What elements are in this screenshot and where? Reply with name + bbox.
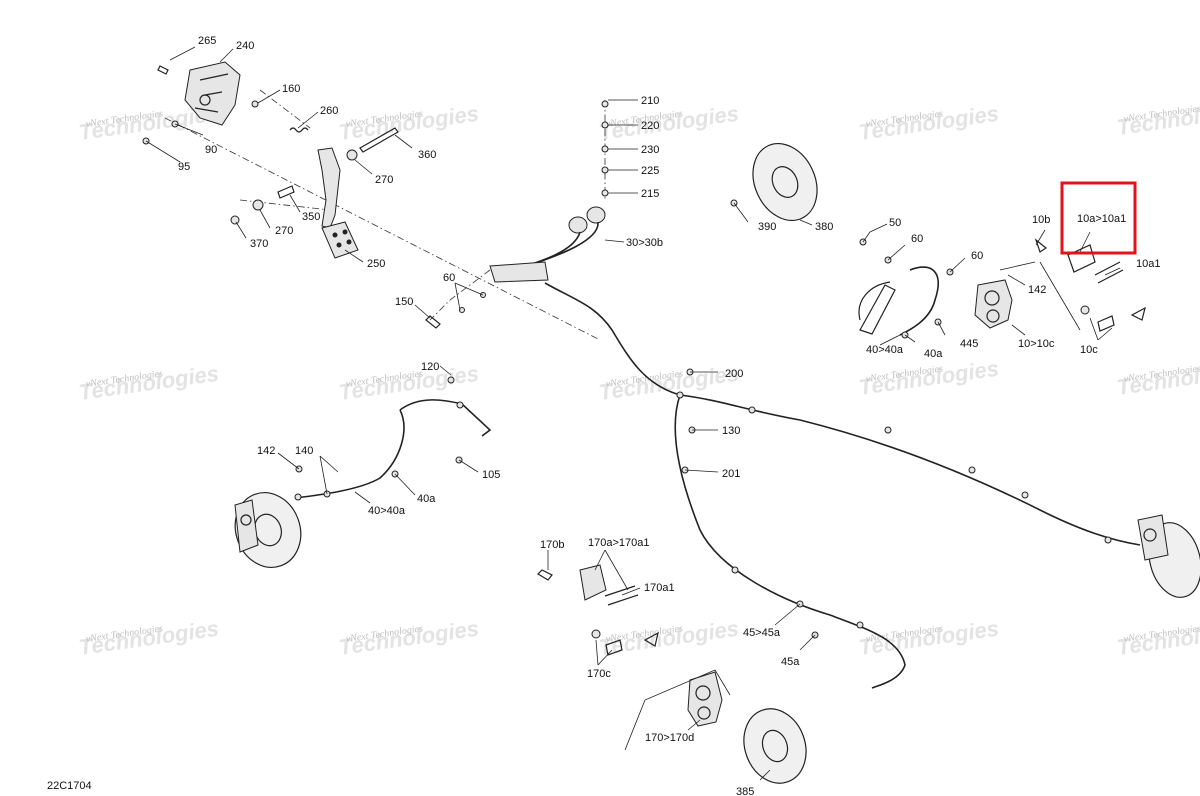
- right-rear-brake: [1137, 514, 1200, 598]
- label-200: 200: [725, 368, 743, 380]
- screw-265: [157, 65, 169, 75]
- leader-lines: [145, 46, 1121, 781]
- label-225: 225: [641, 165, 659, 177]
- label-370: 370: [250, 238, 268, 250]
- watermark-layer: Technologies vNext Technologies Technolo…: [77, 96, 1200, 660]
- label-350: 350: [302, 211, 320, 223]
- label-380: 380: [815, 221, 833, 233]
- caliper-170: [687, 671, 723, 727]
- label-60: 60: [971, 250, 983, 262]
- label-40a: 40a: [417, 493, 436, 505]
- label-150: 150: [395, 296, 413, 308]
- watermark: Technologies vNext Technologies: [77, 361, 220, 405]
- label-105: 105: [482, 469, 500, 481]
- watermark: Technologies vNext Technologies: [337, 101, 480, 145]
- label-170c: 170c: [587, 668, 611, 680]
- label-10a-10a1: 10a>10a1: [1077, 213, 1126, 225]
- label-210: 210: [641, 95, 659, 107]
- watermark: Technologies vNext Technologies: [337, 361, 480, 405]
- brake-pedal: [317, 147, 341, 229]
- label-10a1: 10a1: [1136, 258, 1160, 270]
- caliper-10: [974, 279, 1013, 329]
- watermark: Technologies vNext Technologies: [857, 616, 1000, 660]
- label-40-40a: 40>40a: [368, 505, 406, 517]
- label-360: 360: [418, 149, 436, 161]
- label-215: 215: [641, 188, 659, 200]
- pin-360: [359, 127, 399, 153]
- label-201: 201: [722, 468, 740, 480]
- label-385: 385: [736, 786, 754, 796]
- watermark: Technologies vNext Technologies: [857, 356, 1000, 400]
- label-230: 230: [641, 144, 659, 156]
- label-45-45a: 45>45a: [743, 627, 781, 639]
- label-30-30b: 30>30b: [626, 237, 663, 249]
- label-250: 250: [367, 258, 385, 270]
- label-40-40a: 40>40a: [866, 344, 904, 356]
- highlight-box[interactable]: [1060, 181, 1137, 255]
- watermark: Technologies vNext Technologies: [337, 616, 480, 660]
- label-240: 240: [236, 40, 254, 52]
- label-40a: 40a: [924, 348, 943, 360]
- pedal-assembly: [142, 61, 601, 341]
- watermark: Technologies vNext Technologies: [597, 616, 740, 660]
- label-10b: 10b: [1032, 214, 1050, 226]
- label-140: 140: [295, 445, 313, 457]
- master-cylinder: [425, 100, 609, 329]
- spring-260: [289, 127, 309, 133]
- label-170a1: 170a1: [644, 582, 675, 594]
- label-60: 60: [443, 272, 455, 284]
- label-170-170d: 170>170d: [645, 732, 694, 744]
- label-142: 142: [1028, 284, 1046, 296]
- label-270: 270: [375, 174, 393, 186]
- watermark: Technologies vNext Technologies: [857, 101, 1000, 145]
- label-170b: 170b: [540, 539, 564, 551]
- watermark: Technologies vNext Technologies: [1115, 96, 1200, 140]
- label-170a-170a1: 170a>170a1: [588, 537, 649, 549]
- label-265: 265: [198, 35, 216, 47]
- label-220: 220: [641, 120, 659, 132]
- rotor-380: [730, 142, 818, 222]
- label-10-10c: 10>10c: [1018, 338, 1055, 350]
- label-260: 260: [320, 105, 338, 117]
- label-160: 160: [282, 83, 300, 95]
- left-rear-brake: [234, 492, 302, 568]
- watermark: Technologies vNext Technologies: [597, 101, 740, 145]
- label-90: 90: [205, 144, 217, 156]
- label-60: 60: [911, 233, 923, 245]
- watermark: Technologies vNext Technologies: [597, 361, 740, 405]
- rotor-385: [743, 708, 807, 784]
- label-130: 130: [722, 425, 740, 437]
- label-445: 445: [960, 338, 978, 350]
- watermark: Technologies vNext Technologies: [77, 616, 220, 660]
- label-95: 95: [178, 161, 190, 173]
- label-120: 120: [421, 361, 439, 373]
- watermark: Technologies vNext Technologies: [1115, 356, 1200, 400]
- label-390: 390: [758, 221, 776, 233]
- label-45a: 45a: [781, 656, 800, 668]
- label-10c: 10c: [1080, 344, 1098, 356]
- label-270: 270: [275, 225, 293, 237]
- label-142: 142: [257, 445, 275, 457]
- caliper-170-group: [537, 564, 807, 784]
- diagram-id: 22C1704: [47, 780, 92, 792]
- watermark: Technologies vNext Technologies: [1115, 616, 1200, 660]
- label-50: 50: [889, 217, 901, 229]
- sleeve-350: [277, 185, 295, 199]
- part-labels: 265 240 160 90 95 260 360 270 350 270 37…: [47, 35, 1160, 796]
